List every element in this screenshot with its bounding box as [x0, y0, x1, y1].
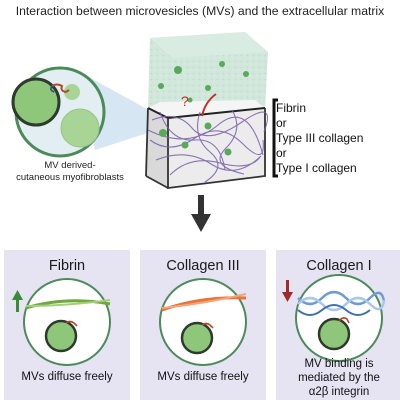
panel-fibrin-illustration: [12, 278, 111, 366]
panel-collagen-i-text-2: mediated by the: [298, 372, 380, 384]
legend-collagen-iii: Type III collagen: [276, 131, 364, 145]
panel-collagen-i-title: Collagen I: [306, 258, 372, 274]
panel-collagen-i: Collagen I MV binding is mediated by the…: [276, 250, 400, 400]
legend-or-2: or: [276, 146, 287, 160]
mv-caption-line1: MV derived-: [44, 160, 96, 171]
panel-collagen-i-text-3: α2β integrin: [308, 386, 370, 398]
panel-collagen-i-illustration: [282, 274, 386, 362]
panel-fibrin-text: MVs diffuse freely: [21, 371, 113, 383]
mv-caption-line2: cutaneous myofibroblasts: [16, 172, 124, 183]
legend-fibrin: Fibrin: [276, 101, 307, 115]
panel-collagen-i-text-1: MV binding is: [304, 358, 374, 370]
panel-fibrin-title: Fibrin: [48, 258, 86, 274]
panel-collagen-iii: Collagen III MVs diffuse freely: [140, 250, 266, 400]
question-mark: ?: [181, 93, 189, 109]
legend-bracket: [272, 98, 278, 178]
top-illustration: ?: [11, 32, 278, 232]
panel-collagen-iii-title: Collagen III: [166, 258, 240, 274]
legend-or-1: or: [276, 116, 287, 130]
mv-zoom-circle: [11, 66, 106, 158]
panel-collagen-iii-text: MVs diffuse freely: [157, 371, 249, 383]
legend-collagen-i: Type I collagen: [276, 161, 357, 175]
panel-collagen-iii-illustration: [159, 278, 247, 366]
hydrogel-cube: [145, 32, 269, 190]
figure-title: Interaction between microvesicles (MVs) …: [15, 4, 385, 18]
panel-fibrin: Fibrin MVs diffuse freely: [4, 250, 130, 400]
down-arrow: [191, 195, 211, 232]
